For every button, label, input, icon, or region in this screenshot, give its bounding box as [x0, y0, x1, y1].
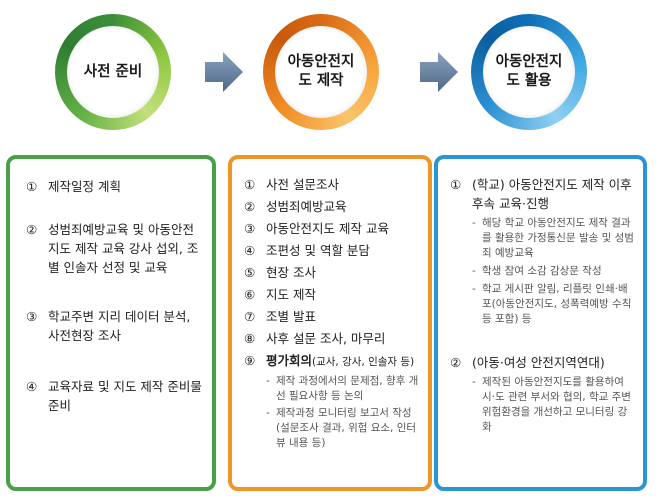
- list-item: ⑧ 사후 설문 조사, 마무리: [244, 329, 420, 348]
- sub-item-text: 제작된 아동안전지도를 활용하여 시·도 관련 부서와 협의, 학교 주변 위험…: [482, 376, 631, 433]
- list-item: ⑨ 평가회의(교사, 강사, 인솔자 등): [244, 351, 420, 372]
- item-heading: 평가회의: [266, 353, 313, 368]
- item-number: ①: [244, 177, 256, 192]
- item-text: 학교주변 지리 데이터 분석, 사전현장 조사: [48, 309, 191, 343]
- list-item: ① 제작일정 계획: [26, 177, 204, 196]
- item-text: 평가회의(교사, 강사, 인솔자 등): [266, 351, 420, 372]
- step-circle-preparation: 사전 준비: [55, 14, 171, 130]
- item-number: ④: [244, 243, 256, 258]
- item-number: ④: [26, 379, 38, 394]
- item-text: 조편성 및 역할 분담: [266, 243, 370, 258]
- item-number: ⑨: [244, 353, 256, 368]
- list-item: ⑥ 지도 제작: [244, 285, 420, 304]
- item-number: ②: [244, 199, 256, 214]
- sub-item-text: 해당 학교 아동안전지도 제작 결과를 활용한 가정통신문 발송 및 성범죄 예…: [482, 217, 634, 259]
- panel-preparation: ① 제작일정 계획 ② 성범죄예방교육 및 아동안전지도 제작 교육 강사 섭외…: [6, 155, 216, 491]
- item-number: ①: [26, 179, 38, 194]
- item-number: ⑧: [244, 331, 256, 346]
- sub-item-text: 학교 게시판 알림, 리플릿 인쇄·배포(아동안전지도, 성폭력예방 수칙 등 …: [482, 283, 632, 325]
- sub-item-text: 제작 과정에서의 문제점, 향후 개선 필요사항 등 논의: [276, 375, 419, 402]
- panel-utilization: ① (학교) 아동안전지도 제작 이후 후속 교육·진행 -해당 학교 아동안전…: [434, 155, 647, 491]
- list-item: ④ 조편성 및 역할 분담: [244, 241, 420, 260]
- item-number: ⑦: [244, 309, 256, 324]
- arrow-right-icon: [205, 52, 243, 92]
- sub-item: -제작과정 모니터링 보고서 작성(설문조사 결과, 위험 요소, 인터뷰 내용…: [266, 406, 420, 451]
- item-note: (교사, 강사, 인솔자 등): [312, 356, 415, 368]
- step-circle-production: 아동안전지도 제작: [263, 14, 379, 130]
- item-number: ③: [244, 221, 256, 236]
- item-text: 제작일정 계획: [48, 179, 121, 194]
- sub-item: -해당 학교 아동안전지도 제작 결과를 활용한 가정통신문 발송 및 성범죄 …: [472, 217, 634, 259]
- item-text: (아동·여성 안전지역연대): [472, 355, 605, 370]
- item-text: 현장 조사: [266, 265, 316, 280]
- list-item: ⑦ 조별 발표: [244, 307, 420, 326]
- panel-production: ① 사전 설문조사 ② 성범죄예방교육 ③ 아동안전지도 제작 교육 ④ 조편성 및 역…: [228, 155, 432, 491]
- list-item: ③ 학교주변 지리 데이터 분석, 사전현장 조사: [26, 307, 204, 345]
- list-item: ② (아동·여성 안전지역연대): [450, 353, 635, 372]
- item-number: ②: [26, 222, 38, 237]
- list-item: ① 사전 설문조사: [244, 175, 420, 194]
- item-text: 조별 발표: [266, 309, 316, 324]
- item-text: 성범죄예방교육 및 아동안전지도 제작 교육 강사 섭외, 조별 인솔자 선정 …: [48, 222, 199, 275]
- item-text: (학교) 아동안전지도 제작 이후 후속 교육·진행: [472, 177, 632, 211]
- sub-item: -학교 게시판 알림, 리플릿 인쇄·배포(아동안전지도, 성폭력예방 수칙 등…: [472, 282, 635, 327]
- sub-item: -제작 과정에서의 문제점, 향후 개선 필요사항 등 논의: [266, 375, 419, 402]
- sub-item: -제작된 아동안전지도를 활용하여 시·도 관련 부서와 협의, 학교 주변 위…: [472, 375, 635, 435]
- item-number: ⑥: [244, 287, 256, 302]
- list-item: ③ 아동안전지도 제작 교육: [244, 219, 420, 238]
- item-text: 지도 제작: [266, 287, 316, 302]
- step-label-production: 아동안전지도 제작: [275, 26, 367, 118]
- list-item: ⑤ 현장 조사: [244, 263, 420, 282]
- item-number: ③: [26, 309, 38, 324]
- list-item: ④ 교육자료 및 지도 제작 준비물 준비: [26, 377, 204, 415]
- item-text: 아동안전지도 제작 교육: [266, 221, 389, 236]
- arrow-right-icon: [420, 52, 458, 92]
- item-number: ①: [450, 177, 462, 192]
- item-number: ⑤: [244, 265, 256, 280]
- step-circle-utilization: 아동안전지도 활용: [471, 14, 587, 130]
- list-item: ② 성범죄예방교육 및 아동안전지도 제작 교육 강사 섭외, 조별 인솔자 선…: [26, 220, 204, 277]
- item-text: 사후 설문 조사, 마무리: [266, 331, 386, 346]
- item-number: ②: [450, 355, 462, 370]
- item-text: 성범죄예방교육: [266, 199, 347, 214]
- list-item: ① (학교) 아동안전지도 제작 이후 후속 교육·진행: [450, 175, 635, 213]
- item-text: 사전 설문조사: [266, 177, 339, 192]
- step-label-preparation: 사전 준비: [67, 26, 159, 118]
- sub-item-text: 학생 참여 소감 감상문 작성: [482, 265, 602, 277]
- sub-item: -학생 참여 소감 감상문 작성: [472, 265, 602, 277]
- step-label-utilization: 아동안전지도 활용: [483, 26, 575, 118]
- item-text: 교육자료 및 지도 제작 준비물 준비: [48, 379, 202, 413]
- sub-item-text: 제작과정 모니터링 보고서 작성(설문조사 결과, 위험 요소, 인터뷰 내용 …: [276, 407, 417, 449]
- list-item: ② 성범죄예방교육: [244, 197, 420, 216]
